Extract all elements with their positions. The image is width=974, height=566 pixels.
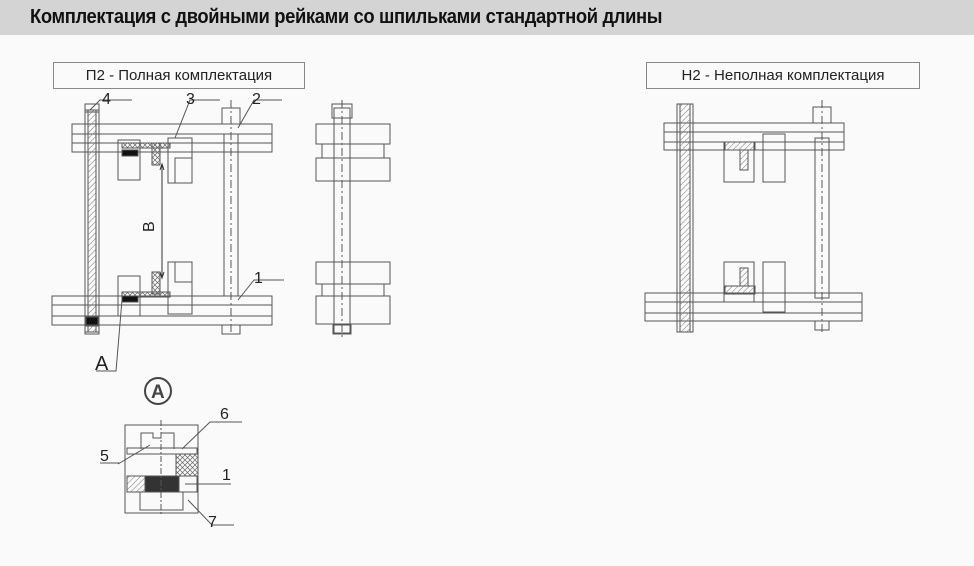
callout-3: 3 (186, 91, 195, 108)
dimension-b: B (141, 221, 158, 232)
detail-callout-5: 5 (100, 448, 109, 465)
full-assembly-front-view (51, 100, 273, 335)
title-bar: Комплектация с двойными рейками со шпиль… (0, 0, 974, 35)
page-title: Комплектация с двойными рейками со шпиль… (30, 6, 663, 28)
detail-callout-6: 6 (220, 406, 229, 423)
detail-title-a: A (151, 382, 165, 403)
detail-a-view (96, 299, 242, 526)
detail-ref-a: A (95, 353, 109, 375)
callout-1: 1 (254, 270, 263, 287)
partial-assembly-front-view (644, 100, 863, 335)
detail-callout-7: 7 (208, 514, 217, 531)
callouts: 4 3 2 1 B A A 6 5 1 7 (95, 91, 263, 531)
callout-2: 2 (252, 91, 261, 108)
callout-4: 4 (102, 91, 111, 108)
full-assembly-side-view (315, 100, 391, 338)
variant-label-full: П2 - Полная комплектация (53, 62, 305, 89)
variant-label-partial: Н2 - Неполная комплектация (646, 62, 920, 89)
detail-callout-1: 1 (222, 467, 231, 484)
